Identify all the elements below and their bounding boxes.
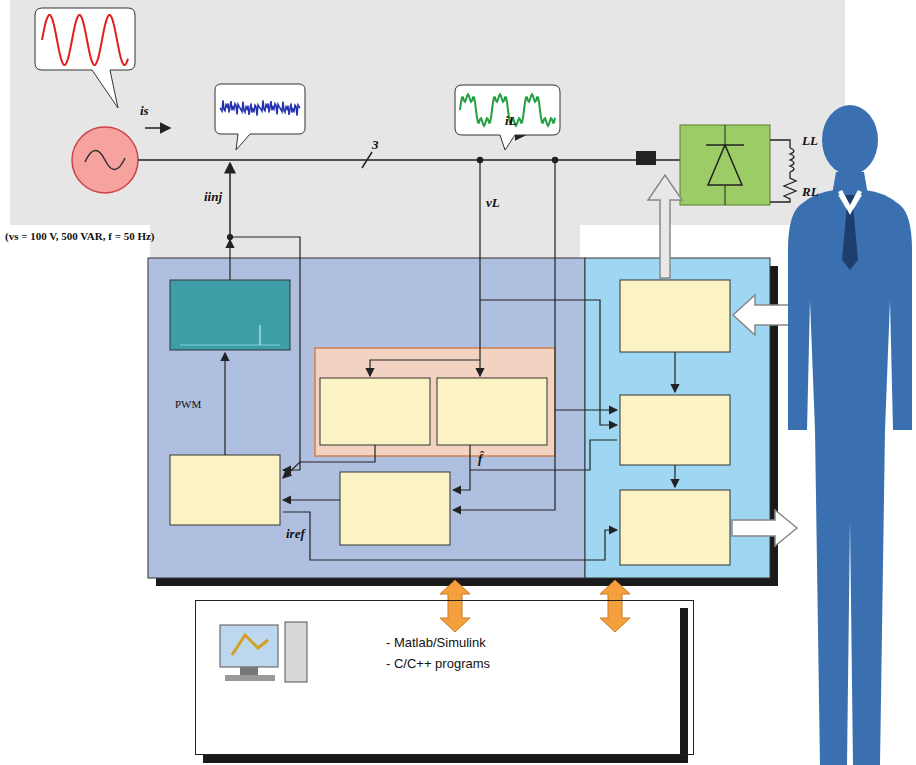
grey-ground bbox=[10, 0, 845, 258]
frequency-symbol: f̂ bbox=[478, 452, 482, 466]
voltage-symbol: vL bbox=[486, 196, 500, 210]
current-symbol: iL bbox=[505, 114, 517, 128]
source-current-callout bbox=[35, 8, 135, 108]
main-line bbox=[138, 128, 680, 237]
inductor-symbol: LL bbox=[802, 134, 818, 148]
double-arrows bbox=[440, 580, 630, 632]
current-symbol: iinj bbox=[204, 190, 222, 204]
software-box: - Matlab/Simulink- C/C++ programs bbox=[195, 600, 694, 755]
control-panels bbox=[148, 258, 778, 586]
rl-load bbox=[770, 140, 796, 202]
injected-current-callout bbox=[215, 84, 305, 150]
rectifier-box bbox=[680, 125, 770, 205]
software-item: - Matlab/Simulink bbox=[386, 633, 693, 654]
resistor-symbol: RL bbox=[802, 185, 819, 199]
reference-current-symbol: iref bbox=[286, 527, 305, 541]
person-silhouette bbox=[788, 105, 912, 765]
source-rating: (vs = 100 V, 500 VAR, f = 50 Hz) bbox=[5, 230, 155, 242]
hollow-arrows bbox=[648, 175, 797, 546]
ac-source bbox=[72, 127, 138, 193]
load-current-callout bbox=[455, 85, 560, 150]
signal-name: PWM bbox=[175, 398, 201, 410]
current-symbol: is bbox=[140, 104, 149, 118]
signal-wires bbox=[225, 160, 675, 560]
switch-block bbox=[636, 151, 656, 165]
phase-count: 3 bbox=[372, 138, 379, 152]
software-item: - C/C++ programs bbox=[386, 654, 693, 675]
